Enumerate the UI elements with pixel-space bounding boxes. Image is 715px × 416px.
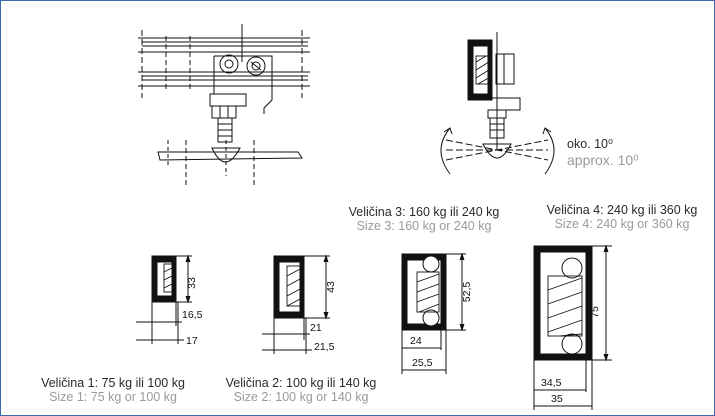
size-1-height-label: 33 xyxy=(186,277,198,289)
profile-size-4 xyxy=(533,244,612,410)
profile-size-1-labels: 33 16,5 17 xyxy=(182,277,203,347)
size-4-height-label: 75 xyxy=(589,306,601,318)
rail-assembly-drawing xyxy=(138,24,310,188)
caption-size-4: Veličina 4: 240 kg ili 360 kg Size 4: 24… xyxy=(537,203,707,232)
profile-size-4-labels: 75 34,5 35 xyxy=(541,306,601,405)
size-4-width-outer-label: 35 xyxy=(551,393,563,405)
caption-size-4-english: Size 4: 240 kg or 360 kg xyxy=(554,217,690,232)
caption-size-2: Veličina 2: 100 kg ili 140 kg Size 2: 10… xyxy=(215,376,387,405)
side-view-tilt-drawing xyxy=(440,32,555,175)
size-2-width-outer-label: 21,5 xyxy=(314,341,335,353)
profile-size-3-labels: 52,5 24 25,5 xyxy=(410,282,473,369)
size-2-width-inner-label: 21 xyxy=(310,322,322,334)
caption-size-1-local: Veličina 1: 75 kg ili 100 kg xyxy=(41,376,185,390)
profile-size-1 xyxy=(136,254,192,344)
profile-size-3 xyxy=(401,252,466,374)
caption-size-2-english: Size 2: 100 kg or 140 kg xyxy=(233,390,369,405)
tilt-angle-annotation: oko. 10⁰ approx. 10⁰ xyxy=(567,137,639,169)
caption-size-4-local: Veličina 4: 240 kg ili 360 kg xyxy=(546,203,698,217)
caption-size-3-english: Size 3: 160 kg or 240 kg xyxy=(356,219,492,234)
tilt-angle-english: approx. 10⁰ xyxy=(567,152,639,168)
tilt-angle-local: oko. 10⁰ xyxy=(567,137,614,151)
caption-size-2-local: Veličina 2: 100 kg ili 140 kg xyxy=(225,376,377,390)
profile-size-2 xyxy=(262,254,330,354)
size-2-height-label: 43 xyxy=(325,281,337,293)
caption-size-1: Veličina 1: 75 kg ili 100 kg Size 1: 75 … xyxy=(33,376,193,405)
size-3-width-outer-label: 25,5 xyxy=(412,357,433,369)
caption-size-3-local: Veličina 3: 160 kg ili 240 kg xyxy=(348,205,500,219)
size-3-width-inner-label: 24 xyxy=(410,335,422,347)
caption-size-1-english: Size 1: 75 kg or 100 kg xyxy=(49,390,177,405)
profile-size-2-labels: 43 21 21,5 xyxy=(310,281,337,353)
caption-size-3: Veličina 3: 160 kg ili 240 kg Size 3: 16… xyxy=(342,205,506,234)
size-3-height-label: 52,5 xyxy=(461,282,473,303)
size-1-width-inner-label: 16,5 xyxy=(182,309,203,321)
size-4-width-inner-label: 34,5 xyxy=(541,377,562,389)
size-1-width-outer-label: 17 xyxy=(186,335,198,347)
